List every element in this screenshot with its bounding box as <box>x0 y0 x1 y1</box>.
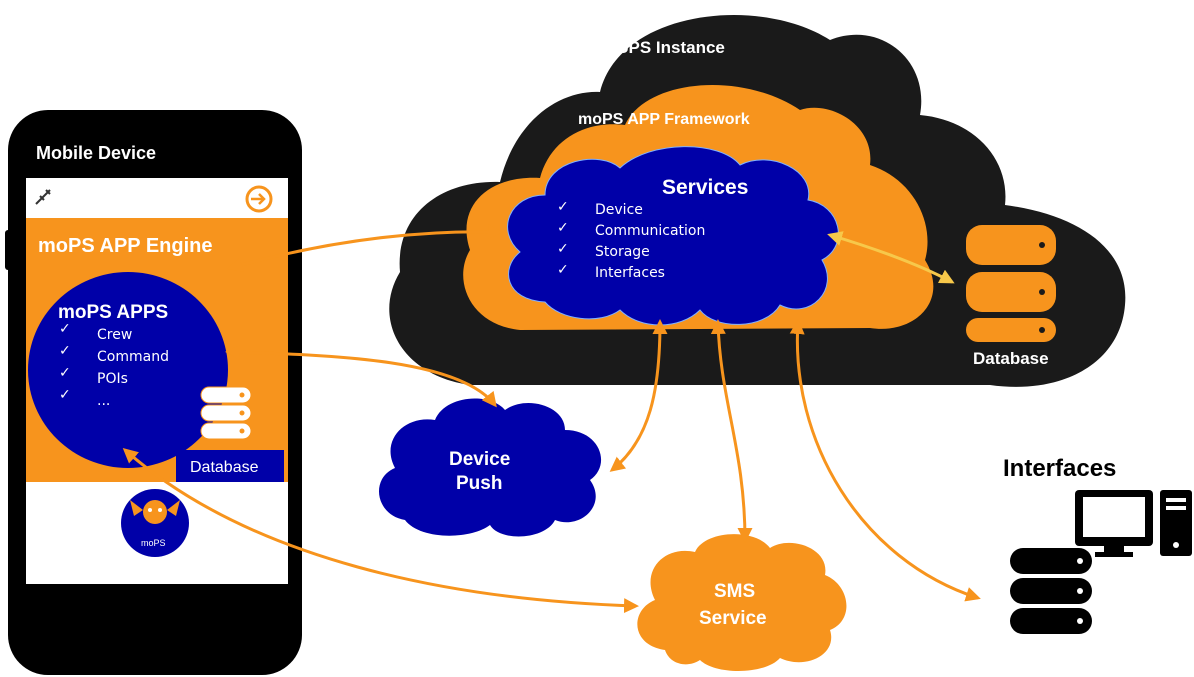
database-icon <box>200 386 252 440</box>
arrow-apps-sms <box>122 448 639 614</box>
framework-title: moPS APP Framework <box>578 111 750 128</box>
apps-circle <box>28 272 228 468</box>
plug-icon <box>35 189 51 205</box>
device-push-line1: Device <box>449 449 510 470</box>
engine-title: moPS APP Engine <box>38 235 212 257</box>
service-item-storage: Storage <box>595 244 650 260</box>
check-icon: ✓ <box>59 343 71 359</box>
interfaces-title: Interfaces <box>1003 455 1116 482</box>
logout-icon[interactable] <box>245 185 273 213</box>
arrow-services-database <box>827 231 955 284</box>
arrow-services-sms <box>710 319 753 543</box>
mops-logo: moPS <box>121 489 189 557</box>
connections <box>122 224 981 614</box>
check-icon: ✓ <box>59 365 71 381</box>
logo-text: moPS <box>141 538 166 548</box>
sms-service-cloud <box>637 534 847 672</box>
instance-title: moPS Instance <box>603 38 725 57</box>
arrow-services-interfaces <box>789 319 981 602</box>
app-item-more: ... <box>97 393 110 409</box>
app-item-crew: Crew <box>97 327 132 343</box>
database-icon <box>1010 548 1092 634</box>
apps-title: moPS APPS <box>58 302 168 323</box>
sms-line2: Service <box>699 608 767 629</box>
app-item-pois: POIs <box>97 371 128 387</box>
device-push-line2: Push <box>456 473 502 494</box>
app-item-command: Command <box>97 349 169 365</box>
monitor-icon <box>1075 490 1153 557</box>
check-icon: ✓ <box>557 241 569 257</box>
sms-line1: SMS <box>714 581 755 602</box>
check-icon: ✓ <box>59 321 71 337</box>
services-title: Services <box>662 176 748 199</box>
arrow-engine-services <box>227 224 503 272</box>
tower-pc-icon <box>1160 490 1192 556</box>
check-icon: ✓ <box>59 387 71 403</box>
service-item-device: Device <box>595 202 643 218</box>
check-icon: ✓ <box>557 220 569 236</box>
check-icon: ✓ <box>557 262 569 278</box>
apps-list: ✓ Crew ✓ Command ✓ POIs ✓ ... <box>59 321 169 409</box>
mobile-database-label: Database <box>190 459 259 476</box>
arrow-apps-device-push <box>225 344 497 408</box>
service-item-interfaces: Interfaces <box>595 265 665 281</box>
database-icon <box>966 225 1056 342</box>
cloud-database-label: Database <box>973 349 1049 368</box>
service-item-communication: Communication <box>595 223 705 239</box>
services-cloud <box>507 146 839 326</box>
mobile-title: Mobile Device <box>36 143 156 163</box>
services-list: ✓ Device ✓ Communication ✓ Storage ✓ Int… <box>557 199 705 281</box>
check-icon: ✓ <box>557 199 569 215</box>
